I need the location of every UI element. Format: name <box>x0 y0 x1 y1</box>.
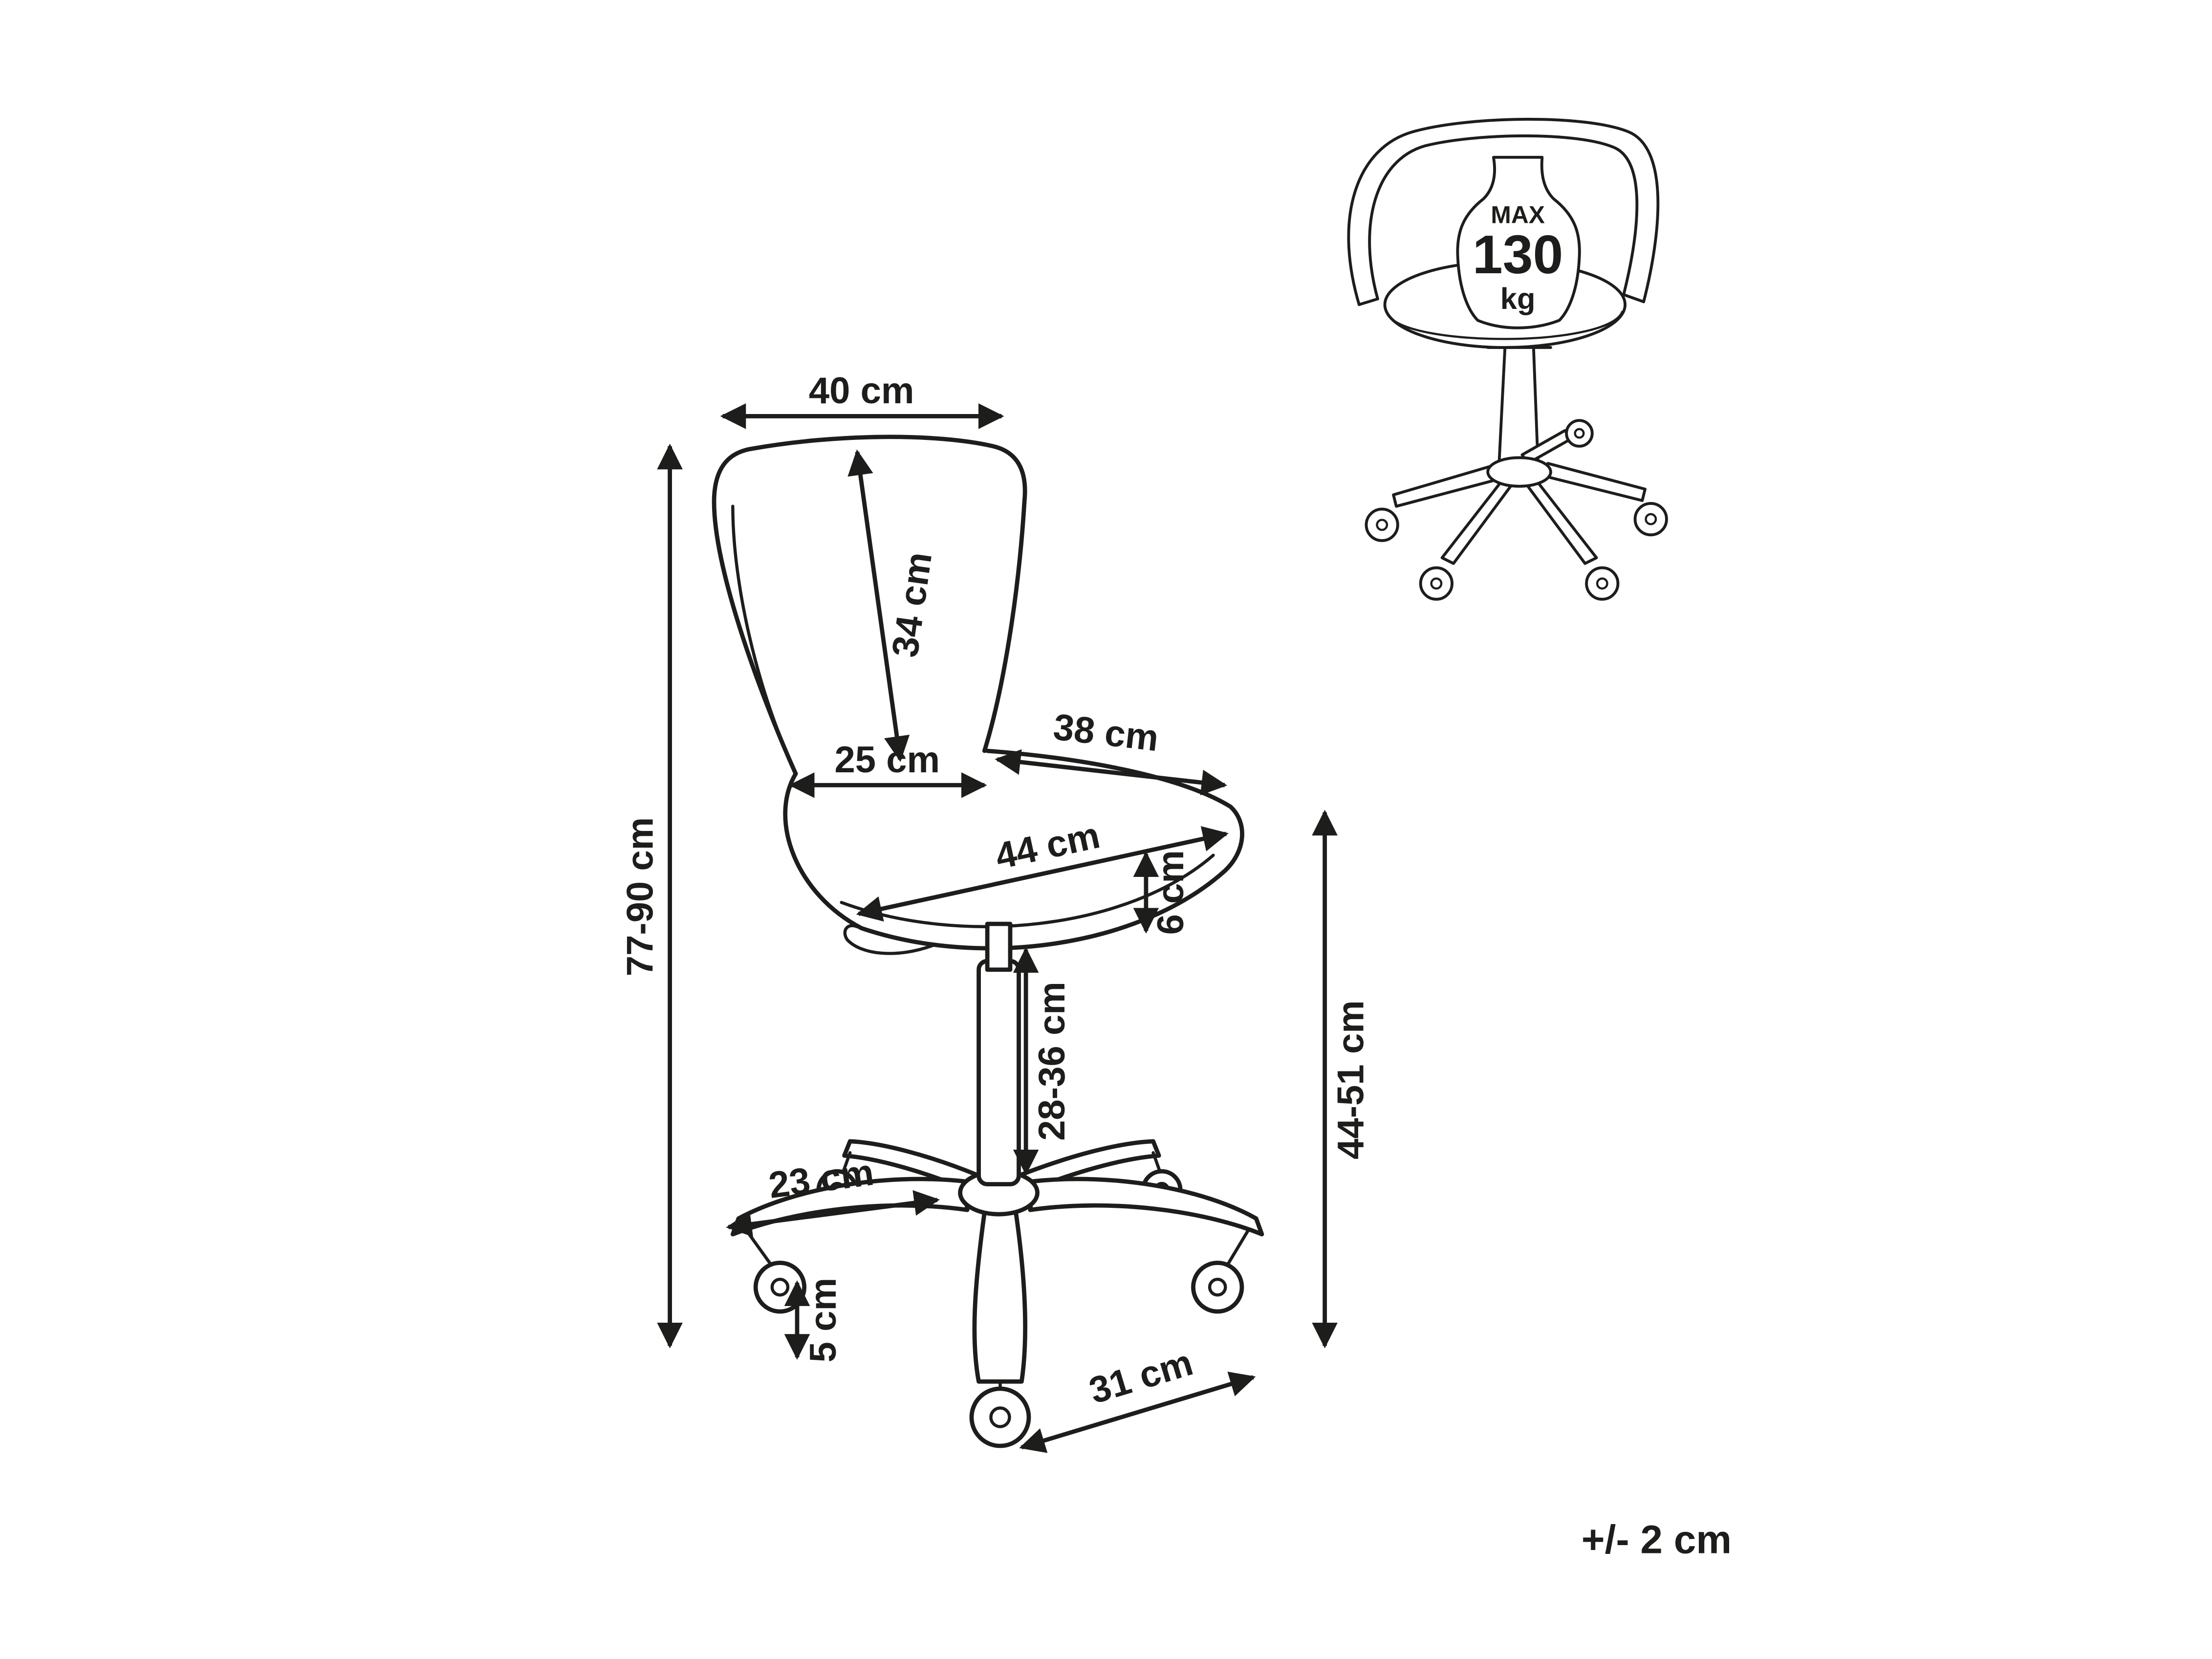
dim-seat-width-label: 38 cm <box>1051 706 1161 760</box>
dim-base-arm-span-arrow <box>1019 1372 1256 1453</box>
mini-backrest-outer <box>1347 118 1660 306</box>
mini-caster-hub <box>1574 428 1585 439</box>
mini-caster-wheel <box>1565 419 1594 448</box>
dim-seat-height-label: 44-51 cm <box>1330 1000 1372 1159</box>
caster-fork <box>745 1229 775 1269</box>
dim-base-leg-length-arrow <box>726 1190 940 1237</box>
dim-backrest-base-width-label: 25 cm <box>835 739 940 781</box>
mini-caster-wheel <box>1585 566 1620 601</box>
dim-overall-height-label: 77-90 cm <box>620 817 661 977</box>
backrest-outline <box>712 435 1027 776</box>
dim-caster-height: 5 cm <box>784 1278 844 1362</box>
max-weight-icon <box>1456 155 1581 329</box>
max-load-unit: kg <box>1500 282 1536 316</box>
caster-wheel <box>969 1386 1031 1448</box>
tolerance-note: +/- 2 cm <box>1582 1517 1732 1562</box>
caster-hub <box>1208 1277 1227 1297</box>
base-leg-right <box>1028 1177 1264 1237</box>
dim-caster-height-label: 5 cm <box>802 1278 844 1362</box>
caster-fork <box>841 1151 852 1175</box>
dim-seat-width: 38 cm <box>995 706 1228 796</box>
dim-backrest-width-label: 40 cm <box>809 370 914 412</box>
mini-leg-left <box>1392 464 1495 508</box>
mini-caster-hub <box>1645 513 1657 525</box>
dim-seat-height: 44-51 cm <box>1312 809 1372 1349</box>
mini-caster-hub <box>1596 577 1608 590</box>
dim-base-arm-span: 31 cm <box>1019 1342 1256 1453</box>
dim-overall-height: 77-90 cm <box>620 443 683 1349</box>
mini-leg-right <box>1543 462 1647 502</box>
mini-backrest-end <box>1357 297 1379 306</box>
max-load-max-label: MAX <box>1491 201 1544 228</box>
mini-caster-hub <box>1376 519 1388 531</box>
dim-seat-thickness-label: 6 cm <box>1150 850 1192 935</box>
mini-backrest-end <box>1622 293 1646 304</box>
max-load-value: 130 <box>1473 224 1563 285</box>
dim-backrest-height-label: 34 cm <box>884 549 940 659</box>
caster-fork <box>1224 1229 1249 1269</box>
mini-caster-wheel <box>1633 502 1668 537</box>
dim-backrest-height-arrow <box>847 449 910 762</box>
mini-caster-wheel <box>1419 566 1453 601</box>
dim-seat-depth-label: 44 cm <box>992 814 1104 877</box>
mini-caster-wheel <box>1365 507 1399 542</box>
mini-caster-hub <box>1430 577 1443 590</box>
dim-seat-thickness: 6 cm <box>1133 850 1192 935</box>
mini-leg-front-right <box>1526 479 1598 565</box>
mini-base-hub <box>1486 456 1552 488</box>
backrest-inner-line <box>731 504 790 758</box>
dim-backrest-width: 40 cm <box>720 370 1004 429</box>
dim-backrest-base-width: 25 cm <box>789 739 987 798</box>
dim-gas-lift-height: 28-36 cm <box>1013 947 1073 1176</box>
mini-backrest-inner <box>1368 134 1639 301</box>
dim-backrest-height: 34 cm <box>847 449 940 762</box>
base-leg-front <box>972 1210 1028 1384</box>
gas-cylinder <box>976 959 1021 1187</box>
mini-column <box>1532 346 1540 462</box>
adjust-lever <box>843 924 935 955</box>
dim-seat-width-arrow <box>995 749 1228 796</box>
gas-piston <box>985 921 1013 972</box>
mini-leg-front-left <box>1440 479 1512 565</box>
dim-gas-lift-height-label: 28-36 cm <box>1031 982 1073 1141</box>
caster-wheel <box>1191 1261 1244 1314</box>
mini-seat-underside <box>1387 310 1624 340</box>
dim-seat-depth-arrow <box>856 826 1229 922</box>
caster-hub <box>989 1406 1011 1428</box>
mini-column <box>1497 346 1507 462</box>
weight-capacity-chair-drawing: MAX 130 kg <box>1347 118 1668 601</box>
